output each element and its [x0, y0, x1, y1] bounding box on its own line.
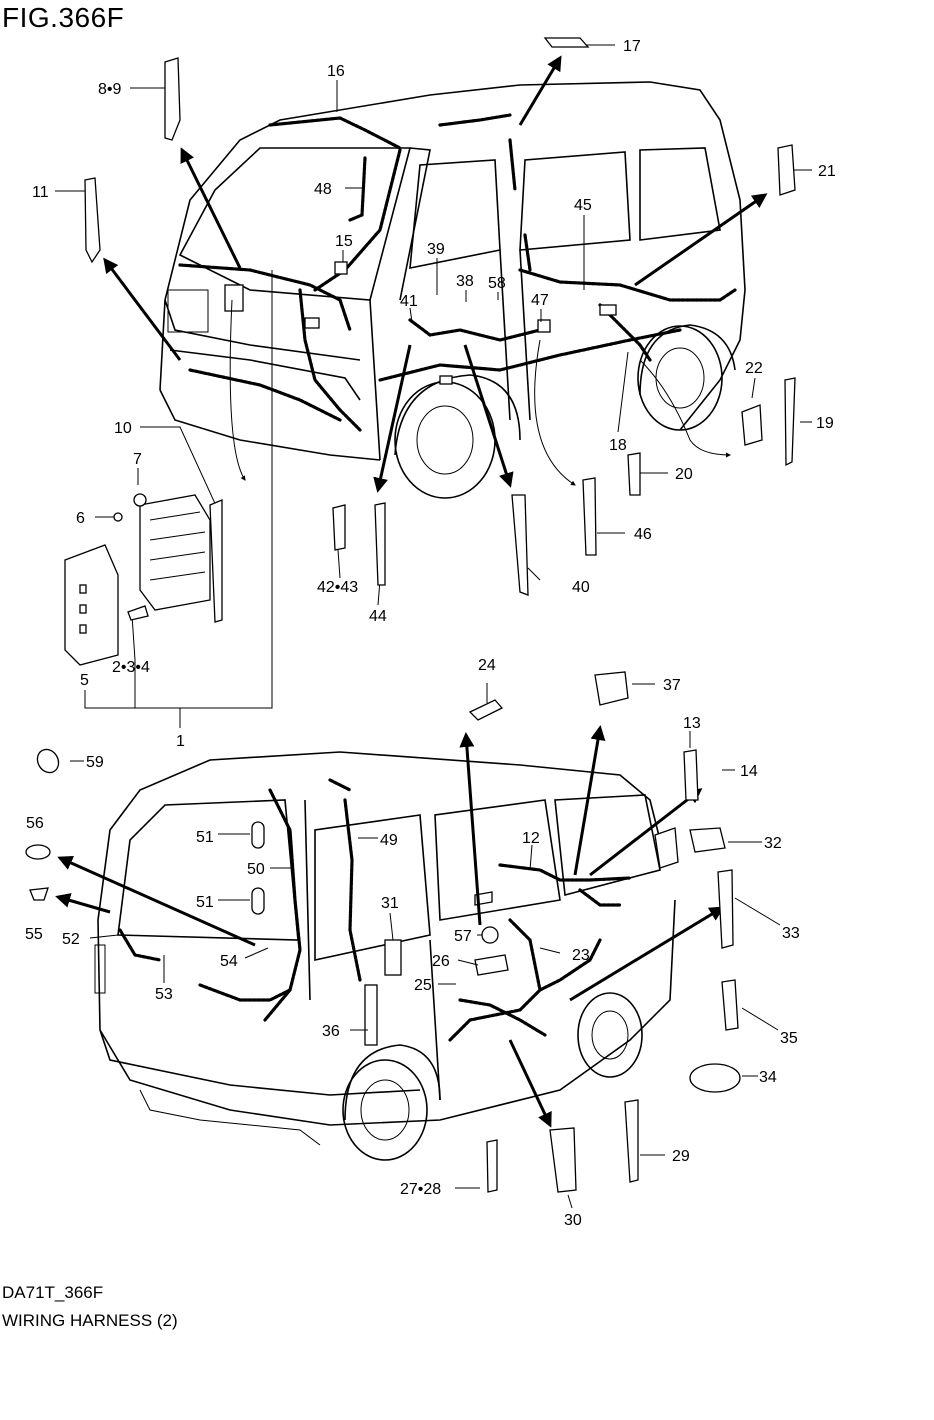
callout-50: 50 — [247, 861, 265, 878]
leaders-top — [55, 44, 812, 728]
callout-5: 5 — [80, 672, 89, 689]
callout-21: 21 — [818, 163, 836, 180]
callout-31: 31 — [381, 895, 399, 912]
callout-45: 45 — [574, 197, 592, 214]
callout-39: 39 — [427, 241, 445, 258]
callout-59: 59 — [86, 754, 104, 771]
callout-26: 26 — [432, 953, 450, 970]
callout-labels: 1 2•3•4 5 6 7 8•9 10 11 12 13 14 15 16 1… — [25, 38, 836, 1229]
callout-57: 57 — [454, 928, 472, 945]
callout-35: 35 — [780, 1030, 798, 1047]
callout-51b: 51 — [196, 894, 214, 911]
callout-15: 15 — [335, 233, 353, 250]
callout-49: 49 — [380, 832, 398, 849]
callout-55: 55 — [25, 926, 43, 943]
callout-6: 6 — [76, 510, 85, 527]
callout-58: 58 — [488, 275, 506, 292]
callout-40: 40 — [572, 579, 590, 596]
figure-title: FIG.366F — [2, 2, 125, 33]
callout-14: 14 — [740, 763, 758, 780]
callout-11: 11 — [32, 184, 49, 201]
callout-8-9: 8•9 — [98, 81, 122, 98]
callout-18: 18 — [609, 437, 627, 454]
callout-47: 47 — [531, 292, 549, 309]
callout-12: 12 — [522, 830, 540, 847]
callout-41: 41 — [400, 293, 418, 310]
callout-19: 19 — [816, 415, 834, 432]
callout-48: 48 — [314, 181, 332, 198]
callout-46: 46 — [634, 526, 652, 543]
callout-33: 33 — [782, 925, 800, 942]
leaders-bottom — [55, 683, 781, 1209]
callout-29: 29 — [672, 1148, 690, 1165]
callout-54: 54 — [220, 953, 238, 970]
diagram-code: DA71T_366F — [2, 1283, 104, 1302]
van-rear-view — [94, 751, 676, 1161]
callout-30: 30 — [564, 1212, 582, 1229]
callout-7: 7 — [133, 451, 142, 468]
callout-27-28: 27•28 — [400, 1181, 441, 1198]
callout-42-43: 42•43 — [317, 579, 358, 596]
parts-top — [64, 37, 796, 666]
callout-34: 34 — [759, 1069, 777, 1086]
callout-24: 24 — [478, 657, 496, 674]
callout-52: 52 — [62, 931, 80, 948]
callout-36: 36 — [322, 1023, 340, 1040]
callout-51a: 51 — [196, 829, 214, 846]
callout-16: 16 — [327, 63, 345, 80]
callout-17: 17 — [623, 38, 641, 55]
callout-44: 44 — [369, 608, 387, 625]
callout-25: 25 — [414, 977, 432, 994]
callout-56: 56 — [26, 815, 44, 832]
callout-13: 13 — [683, 715, 701, 732]
callout-37: 37 — [663, 677, 681, 694]
callout-38: 38 — [456, 273, 474, 290]
callout-32: 32 — [764, 835, 782, 852]
callout-2-3-4: 2•3•4 — [112, 659, 150, 676]
callout-53: 53 — [155, 986, 173, 1003]
diagram-name: WIRING HARNESS (2) — [2, 1311, 178, 1330]
callout-10: 10 — [114, 420, 132, 437]
van-front-view — [159, 81, 746, 499]
callout-1: 1 — [176, 733, 185, 750]
callout-20: 20 — [675, 466, 693, 483]
callout-22: 22 — [745, 360, 763, 377]
parts-bottom — [25, 671, 741, 1193]
callout-23: 23 — [572, 947, 590, 964]
